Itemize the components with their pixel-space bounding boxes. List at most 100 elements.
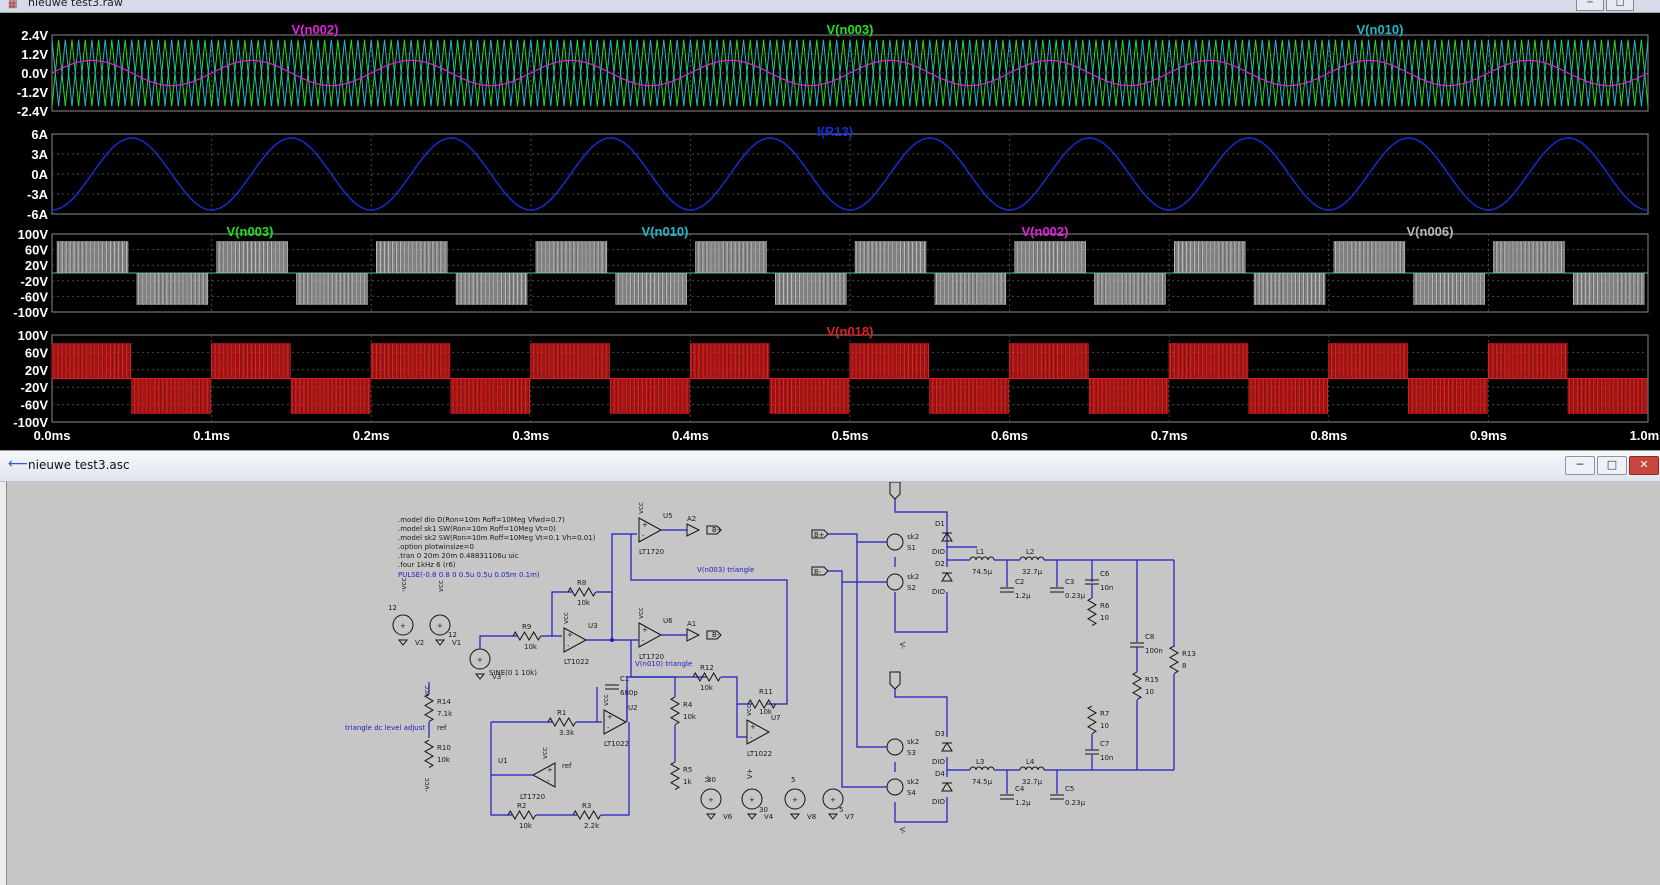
- voltage-source-v4: [741, 788, 763, 810]
- diode-label: D3: [935, 730, 945, 738]
- x-tick-label: 0.0ms: [34, 428, 71, 443]
- inductor-l2: [1019, 556, 1045, 561]
- opamp-minus-pin: -: [607, 724, 610, 732]
- buffer-label: A1: [687, 620, 696, 628]
- resistor-value: 10: [1100, 614, 1109, 622]
- y-tick-label: -6A: [27, 207, 49, 222]
- source-value: 30: [759, 806, 768, 814]
- y-tick-label: 2.4V: [21, 28, 48, 43]
- opamp-u7: [746, 719, 771, 745]
- trace-i-r13: [51, 137, 1649, 211]
- resistor-label: R8: [577, 579, 586, 587]
- opamp-supply-label: vcc: [541, 747, 549, 759]
- voltage-source-v2: [392, 614, 414, 636]
- wire: [551, 591, 572, 636]
- waveform-maximize-button[interactable]: □: [1606, 0, 1634, 11]
- wire: [721, 676, 752, 705]
- trace-v-n002: [51, 59, 1649, 87]
- y-tick-label: -20V: [21, 274, 49, 289]
- x-tick-label: 0.7ms: [1151, 428, 1188, 443]
- port-label: B+: [814, 531, 825, 539]
- resistor-value: 7.1k: [437, 710, 453, 718]
- opamp-minus-pin: -: [642, 532, 645, 540]
- spice-directive: .tran 0 20m 20m 0.48831106u uic: [398, 552, 519, 560]
- wire-to-u5: [611, 533, 637, 640]
- series-title: V(n010): [642, 224, 689, 239]
- waveform-plot-area[interactable]: 2.4V1.2V0.0V-1.2V-2.4VV(n002)V(n003)V(n0…: [0, 12, 1660, 450]
- buffer-a2: [686, 523, 701, 537]
- waveform-window-title: nieuwe test3.raw: [28, 0, 123, 9]
- capacitor-label: C2: [1015, 578, 1024, 586]
- source-plus-sign: +: [749, 796, 755, 804]
- switch-s3: [886, 738, 904, 756]
- source-value: 12: [388, 604, 397, 612]
- resistor-label: R12: [700, 664, 714, 672]
- x-tick-label: 0.2ms: [353, 428, 390, 443]
- resistor-value: 2.2k: [584, 822, 600, 830]
- opamp-plus-pin: +: [642, 521, 648, 529]
- ground-symbol: [474, 673, 486, 680]
- capacitor-value: 1.2µ: [1015, 799, 1031, 807]
- capacitor-value: 10n: [1100, 584, 1113, 592]
- schematic-maximize-button[interactable]: □: [1597, 456, 1627, 475]
- resistor-r6: [1086, 597, 1098, 627]
- series-title: V(n003): [827, 22, 874, 37]
- opamp-minus-pin: -: [750, 734, 753, 742]
- series-title: V(n003): [227, 224, 274, 239]
- schematic-minimize-button[interactable]: ─: [1565, 456, 1595, 475]
- wire: [630, 534, 788, 705]
- switch-model: sk2: [907, 738, 919, 746]
- resistor-value: 1k: [683, 778, 692, 786]
- net-flag-label: B+: [712, 526, 723, 534]
- wire: [894, 499, 977, 548]
- trace-v-n003: [51, 39, 1649, 107]
- inductor-label: L3: [976, 758, 984, 766]
- voltage-source-label: V4: [764, 813, 774, 821]
- opamp-u2: [603, 709, 628, 735]
- vplus-flag: [889, 482, 901, 500]
- opamp-part: LT1720: [639, 548, 664, 556]
- opamp-plus-pin: +: [750, 723, 756, 731]
- switch-label: S3: [907, 749, 916, 757]
- resistor-value: 10: [1145, 688, 1154, 696]
- resistor-label: R3: [582, 802, 591, 810]
- y-tick-label: 3A: [31, 147, 48, 162]
- switch-s2: [886, 573, 904, 591]
- schematic-canvas[interactable]: .model dio D(Ron=10m Roff=10Meg Vfwd=0.7…: [6, 482, 1660, 885]
- waveform-minimize-button[interactable]: ─: [1576, 0, 1604, 11]
- opamp-label: U7: [771, 714, 781, 722]
- y-tick-label: 0.0V: [21, 66, 48, 81]
- y-tick-label: 0A: [31, 167, 48, 182]
- wire: [841, 582, 887, 788]
- schematic-titlebar: ⟵ nieuwe test3.asc ─ □ ✕: [0, 451, 1660, 482]
- pulse-source-spec: PULSE(-0.8 0.8 0 0.5u 0.5u 0.05m 0.1m): [398, 571, 540, 579]
- inductor-label: L1: [976, 548, 984, 556]
- switch-model: sk2: [907, 573, 919, 581]
- resistor-label: R11: [759, 688, 773, 696]
- source-plus-sign: +: [830, 796, 836, 804]
- capacitor-label: C7: [1100, 740, 1109, 748]
- resistor-value: 10k: [700, 684, 714, 692]
- capacitor-label: C4: [1015, 785, 1025, 793]
- opamp-plus-pin: +: [642, 626, 648, 634]
- opamp-minus-pin: -: [547, 777, 550, 785]
- x-tick-label: 0.8ms: [1310, 428, 1347, 443]
- trace-v-n018: [51, 343, 1648, 414]
- net-flag-label: B-: [712, 631, 720, 639]
- y-tick-label: -100V: [13, 305, 48, 320]
- schematic-drawing[interactable]: .model dio D(Ron=10m Roff=10Meg Vfwd=0.7…: [7, 482, 1660, 885]
- opamp-label: U2: [628, 704, 638, 712]
- resistor-r14: [423, 693, 435, 723]
- source-plus-sign: +: [477, 656, 483, 664]
- x-tick-label: 0.5ms: [832, 428, 869, 443]
- net-label-n010-triangle: V(n010) triangle: [635, 660, 692, 668]
- ground-symbol: [705, 813, 717, 820]
- net-label-mvcc: -vcc: [423, 778, 431, 792]
- schematic-close-button[interactable]: ✕: [1629, 456, 1659, 475]
- y-tick-label: -2.4V: [17, 104, 48, 119]
- opamp-plus-pin: +: [567, 631, 573, 639]
- resistor-r7: [1086, 705, 1098, 735]
